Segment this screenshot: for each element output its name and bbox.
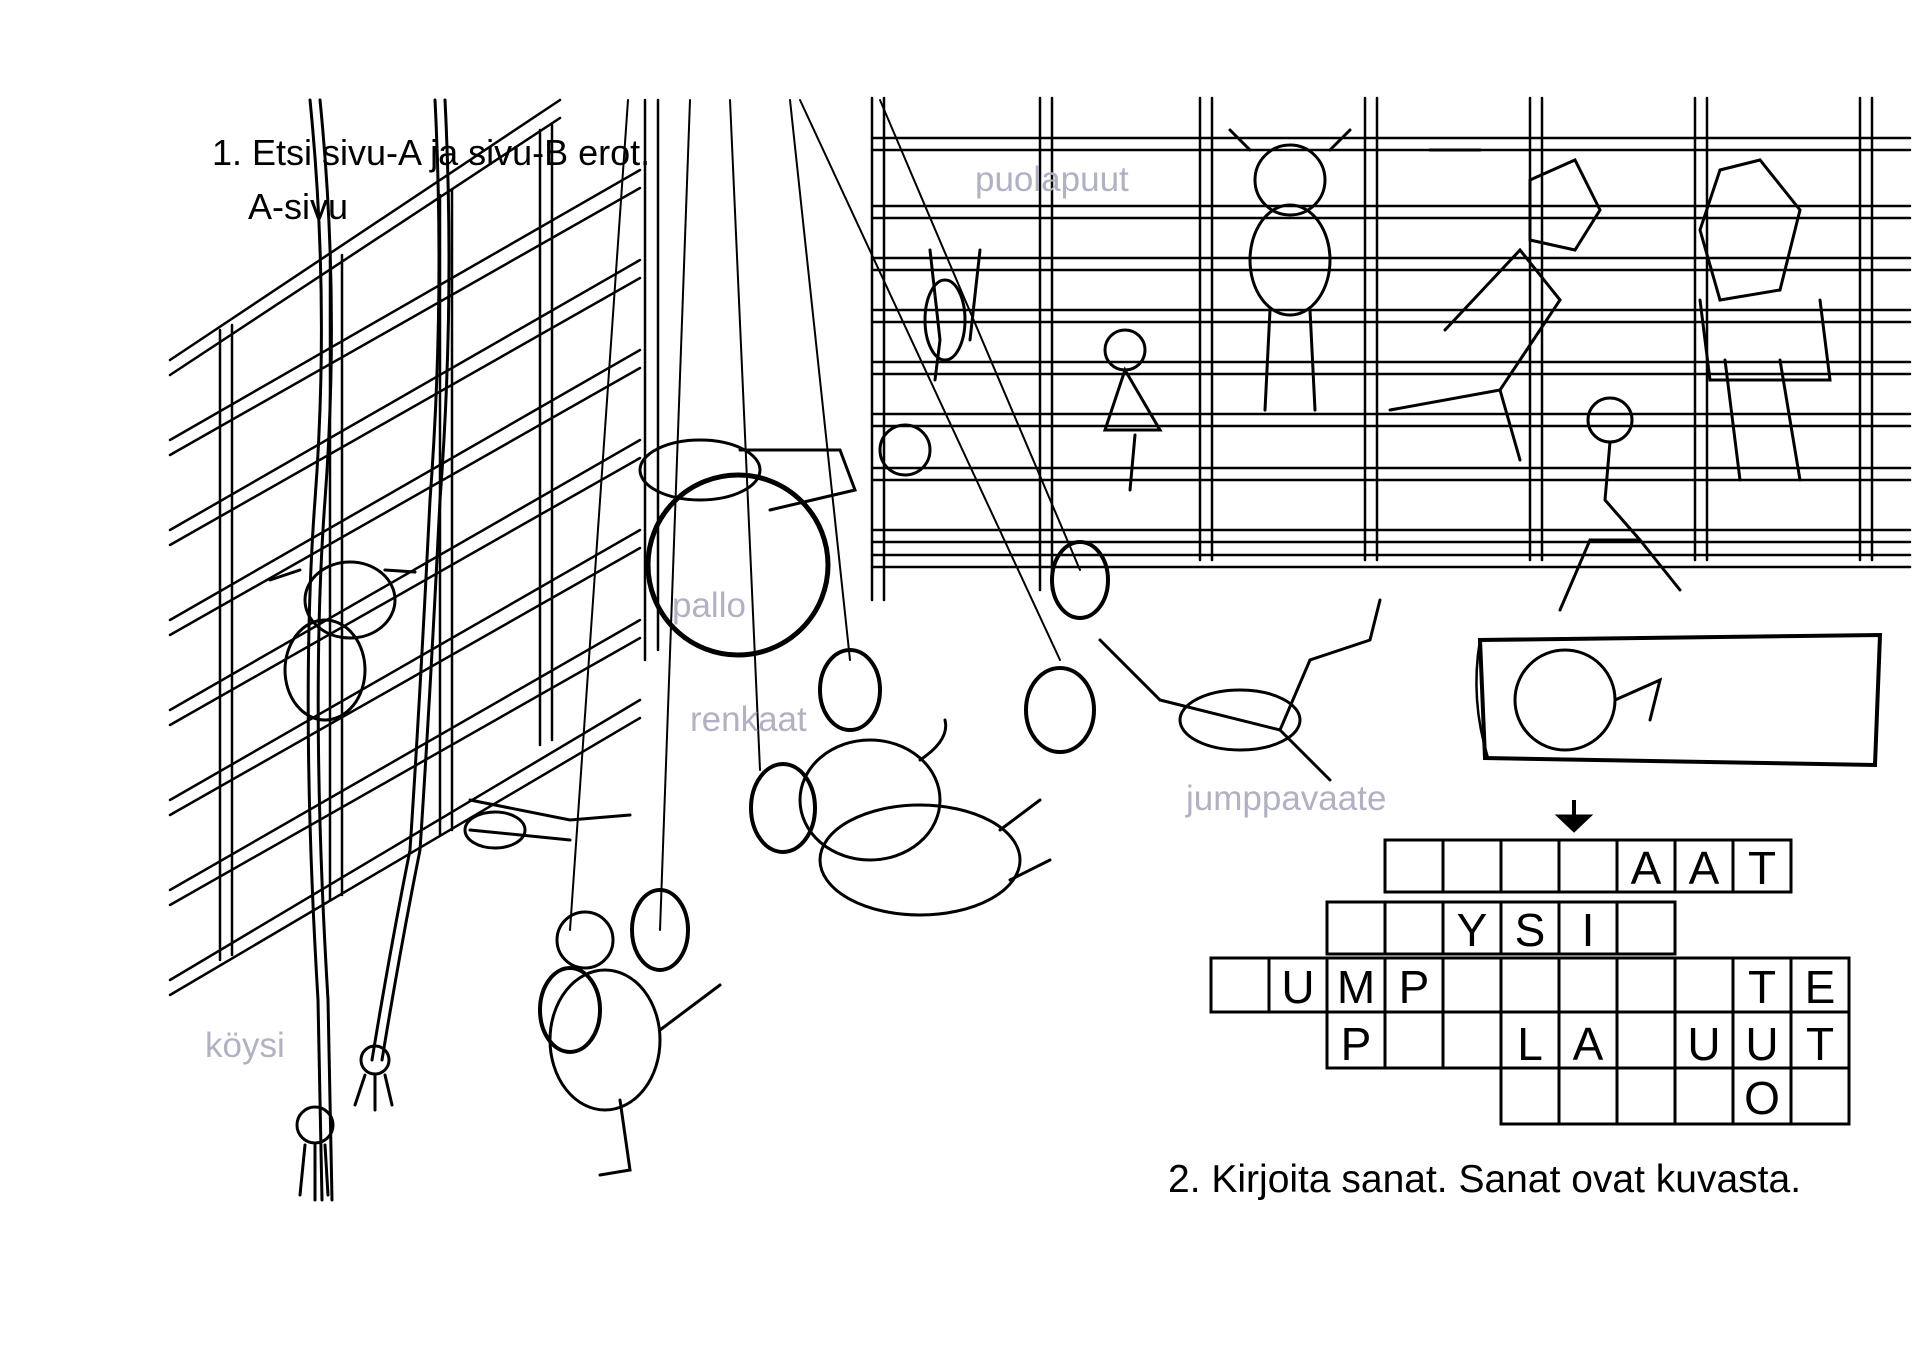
page-side-label: A-sivu: [248, 186, 349, 227]
crossword-cell[interactable]: [1673, 956, 1735, 1014]
crossword-letter: P: [1399, 961, 1430, 1013]
crossword-cell[interactable]: [1615, 1066, 1677, 1126]
crossword-letter: A: [1573, 1018, 1604, 1070]
crossword-letter: U: [1745, 1018, 1778, 1070]
left-wall-bars: [168, 98, 660, 997]
crossword-cell[interactable]: [1615, 900, 1677, 956]
crossword-cell[interactable]: [1441, 1010, 1503, 1070]
crossword-letter: O: [1744, 1072, 1780, 1124]
crossword-cell[interactable]: [1731, 838, 1793, 894]
crossword-letter: Y: [1457, 904, 1488, 956]
crossword-cell[interactable]: [1557, 1066, 1619, 1126]
crossword-cell[interactable]: [1615, 1010, 1677, 1070]
crossword-cell[interactable]: [1383, 1010, 1445, 1070]
crossword-letter: T: [1748, 842, 1776, 894]
crossword-letter: P: [1341, 1018, 1372, 1070]
crossword-cell[interactable]: [1615, 956, 1677, 1014]
crossword-cell[interactable]: [1383, 838, 1445, 894]
crossword-cell[interactable]: [1209, 956, 1271, 1014]
crossword-letter: E: [1805, 961, 1836, 1013]
crossword-letter: A: [1689, 842, 1720, 894]
crossword-letter: A: [1631, 842, 1662, 894]
label-puolapuut: puolapuut: [975, 160, 1129, 199]
crossword-cell[interactable]: [1499, 1066, 1561, 1126]
crossword-cell[interactable]: [1441, 838, 1503, 894]
crossword-letter: S: [1515, 904, 1546, 956]
crossword-cell[interactable]: [1499, 956, 1561, 1014]
gym-rings: [538, 540, 1110, 1054]
task-1-instruction: 1. Etsi sivu-A ja sivu-B erot.: [212, 132, 651, 173]
ropes: [295, 98, 451, 1202]
crossword-letter: I: [1582, 904, 1595, 956]
crossword-letter: T: [1748, 961, 1776, 1013]
arrow-down-icon: [1554, 800, 1594, 833]
crossword-cell[interactable]: [1557, 838, 1619, 894]
task-2-instruction: 2. Kirjoita sanat. Sanat ovat kuvasta.: [1168, 1158, 1802, 1201]
crossword-cell[interactable]: [1325, 900, 1387, 956]
crossword-letter: M: [1337, 961, 1375, 1013]
crossword-cell[interactable]: [1789, 1066, 1851, 1126]
label-koysi: köysi: [205, 1026, 285, 1065]
ball-drawing: [645, 472, 831, 658]
crossword-cell[interactable]: [1499, 838, 1561, 894]
label-jumppavaate: jumppavaate: [1186, 779, 1387, 818]
label-pallo: pallo: [672, 586, 746, 625]
crossword-letter: U: [1687, 1018, 1720, 1070]
gym-mat: [1477, 632, 1883, 768]
crossword-cell[interactable]: [1441, 956, 1503, 1014]
crossword-letter: U: [1281, 961, 1314, 1013]
ring-cords: [569, 99, 1081, 931]
crossword-cell[interactable]: [1557, 956, 1619, 1014]
crossword-letter: T: [1806, 1018, 1834, 1070]
crossword-cell[interactable]: [1673, 1066, 1735, 1126]
label-renkaat: renkaat: [690, 700, 807, 739]
crossword-letter: L: [1517, 1018, 1543, 1070]
crossword-cell[interactable]: [1383, 900, 1445, 956]
animal-figures: [268, 128, 1832, 1177]
